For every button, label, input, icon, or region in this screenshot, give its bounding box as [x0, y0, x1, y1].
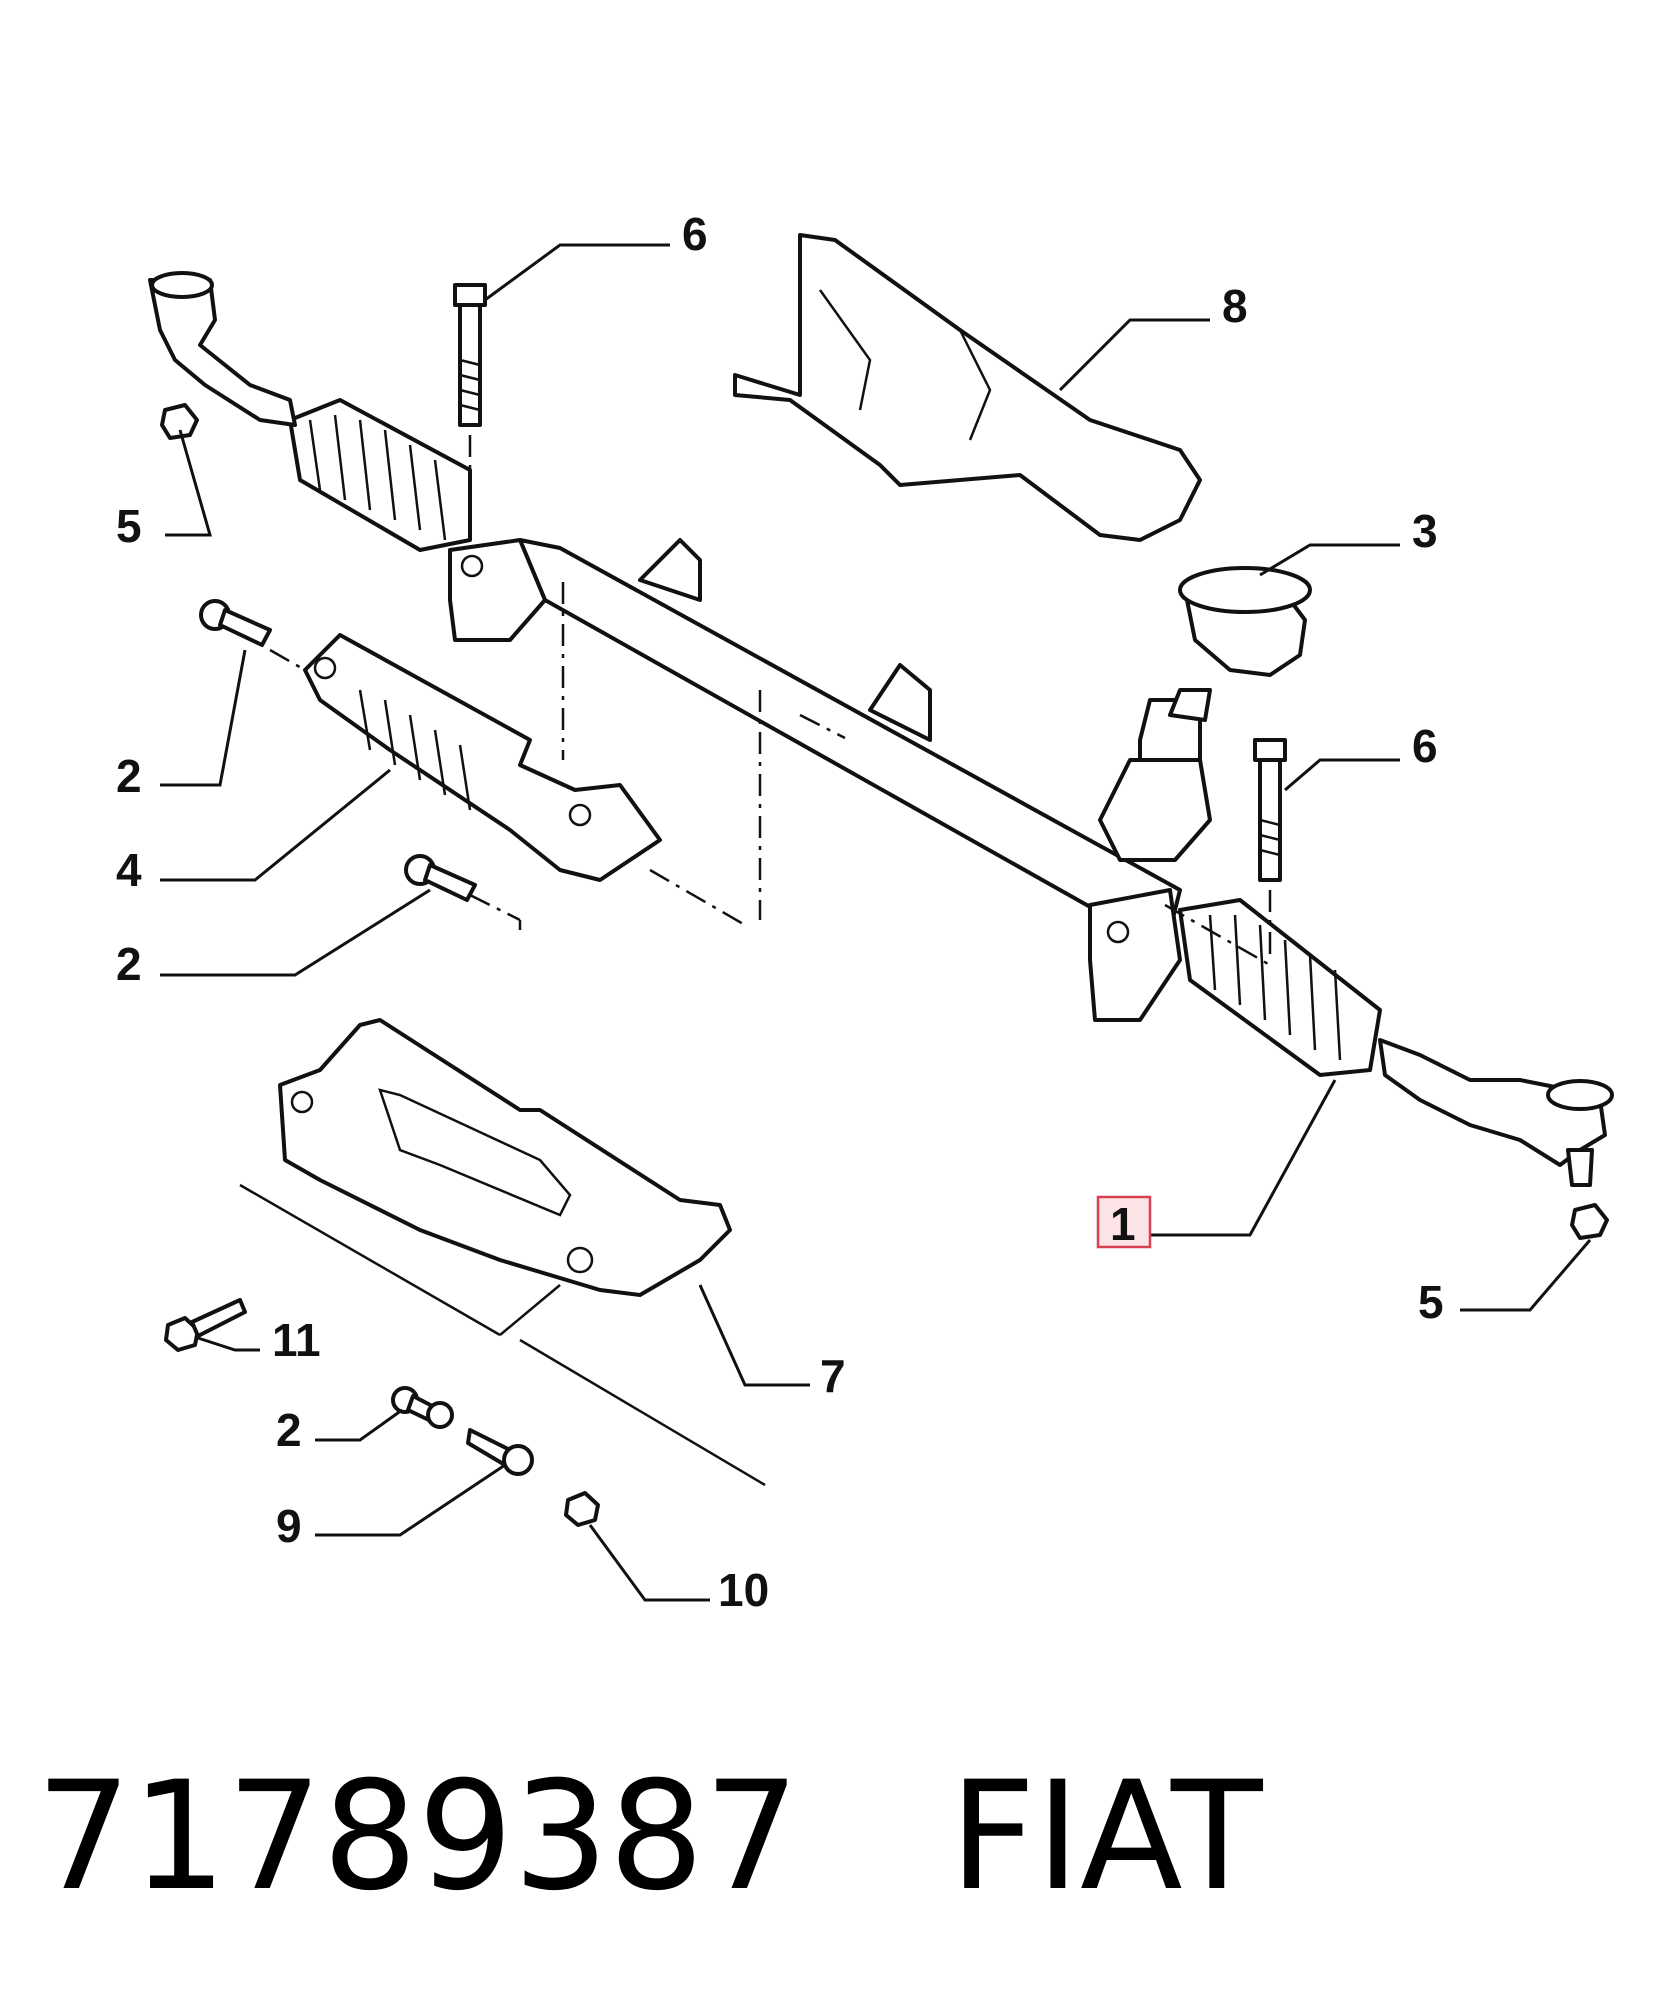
callout-1-highlight [1096, 1195, 1152, 1249]
callout-8: 8 [1222, 280, 1248, 332]
assembly-guide-lines [269, 435, 1272, 967]
callout-10: 10 [718, 1564, 769, 1616]
part-number: 71789387 [36, 1750, 800, 1924]
callout-2-lower: 2 [276, 1404, 302, 1456]
callout-3: 3 [1412, 505, 1438, 557]
callout-6-right: 6 [1412, 720, 1438, 772]
callout-7: 7 [820, 1350, 846, 1402]
callout-1: 1 [1110, 1198, 1136, 1250]
callout-11: 11 [272, 1314, 321, 1366]
nut-5-left [160, 403, 199, 440]
callout-2-middle: 2 [116, 938, 142, 990]
bolt-6-right [1253, 738, 1287, 882]
callout-4: 4 [116, 844, 142, 896]
bolt-6-upper [453, 283, 487, 427]
bolt-2-upper [199, 599, 272, 647]
brand-name: FIAT [949, 1750, 1263, 1924]
callout-5-left: 5 [116, 500, 142, 552]
callout-5-right: 5 [1418, 1276, 1444, 1328]
steering-rack-exploded-diagram: 6 8 5 3 2 6 4 2 1 5 11 7 2 9 10 [116, 208, 1614, 1616]
nut-5-right [1570, 1203, 1609, 1240]
seal-ring [1178, 566, 1312, 677]
leader-lines [160, 243, 1592, 1602]
callout-9: 9 [276, 1500, 302, 1552]
bolt-11 [164, 1298, 247, 1352]
callout-6-upper: 6 [682, 208, 708, 260]
upper-heat-shield [733, 233, 1202, 542]
steering-rack-assembly [148, 271, 1614, 1187]
bolt-2-middle [404, 854, 477, 902]
lower-heat-shield [278, 1018, 732, 1297]
bolt-2-lower [391, 1386, 454, 1429]
callout-2-upper: 2 [116, 750, 142, 802]
nut-10 [564, 1491, 600, 1527]
rack-bracket-4 [303, 633, 662, 882]
